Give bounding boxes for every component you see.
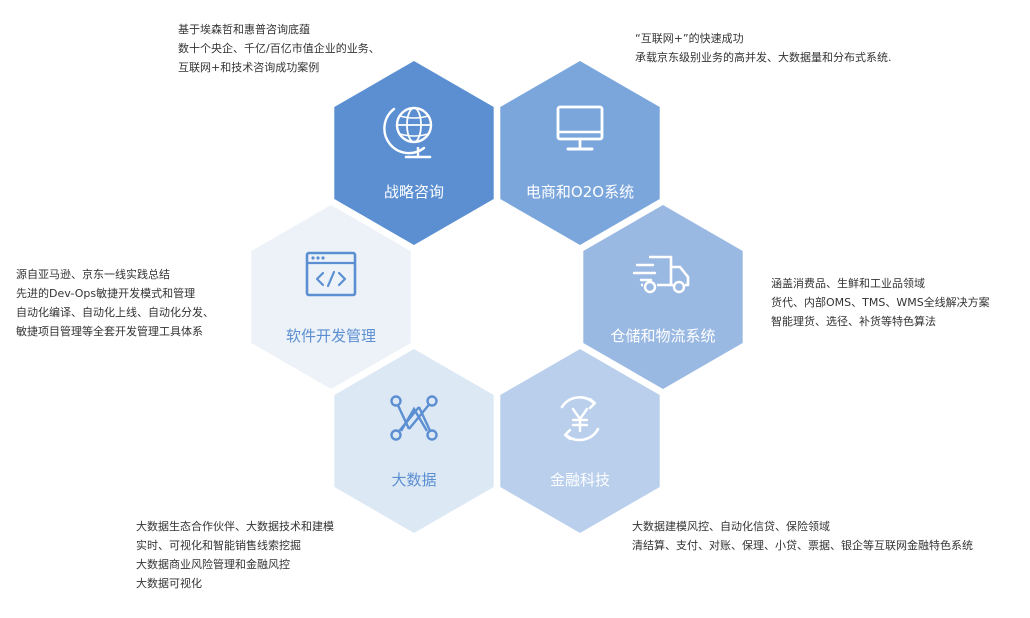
description-line: 自动化编译、自动化上线、自动化分发、 <box>16 306 214 319</box>
description-line: 大数据商业风险管理和金融风控 <box>136 558 290 571</box>
software-description: 源自亚马逊、京东一线实践总结 先进的Dev-Ops敏捷开发模式和管理 自动化编译… <box>16 265 214 341</box>
description-line: 货代、内部OMS、TMS、WMS全线解决方案 <box>771 296 990 309</box>
hexagon-label: 大数据 <box>391 471 436 489</box>
description-line: 源自亚马逊、京东一线实践总结 <box>16 268 170 281</box>
description-line: 先进的Dev-Ops敏捷开发模式和管理 <box>16 287 196 300</box>
monitor-icon <box>556 105 604 151</box>
hexagon-label: 软件开发管理 <box>286 327 376 345</box>
fintech-description: 大数据建模风控、自动化信贷、保险领域 清结算、支付、对账、保理、小贷、票据、银企… <box>632 517 973 555</box>
hexagon-fintech: 金融科技 <box>500 349 660 533</box>
hexagon-software: 软件开发管理 <box>251 205 411 389</box>
description-line: 互联网+和技术咨询成功案例 <box>178 61 320 74</box>
globe-icon <box>383 106 433 159</box>
strategy-description: 基于埃森哲和惠普咨询底蕴 数十个央企、千亿/百亿市值企业的业务、 互联网+和技术… <box>178 20 380 77</box>
description-line: 基于埃森哲和惠普咨询底蕴 <box>178 23 310 36</box>
code-window-icon <box>305 251 357 297</box>
description-line: 敏捷项目管理等全套开发管理工具体系 <box>16 325 203 338</box>
yuan-coin-icon <box>560 396 600 442</box>
hexagon-label: 金融科技 <box>550 471 610 489</box>
hexagon-label: 战略咨询 <box>384 183 444 201</box>
network-nodes-icon <box>390 395 438 441</box>
description-line: 承载京东级别业务的高并发、大数据量和分布式系统. <box>635 51 892 64</box>
description-line: 大数据建模风控、自动化信贷、保险领域 <box>632 520 830 533</box>
description-line: 数十个央企、千亿/百亿市值企业的业务、 <box>178 42 380 55</box>
bigdata-description: 大数据生态合作伙伴、大数据技术和建模 实时、可视化和智能销售线索挖掘 大数据商业… <box>136 517 334 593</box>
description-line: 清结算、支付、对账、保理、小贷、票据、银企等互联网金融特色系统 <box>632 539 973 552</box>
description-line: 大数据生态合作伙伴、大数据技术和建模 <box>136 520 334 533</box>
hexagon-shape <box>334 349 494 533</box>
hexagon-label: 电商和O2O系统 <box>526 183 634 201</box>
hexagon-strategy: 战略咨询 <box>334 61 494 245</box>
hexagon-bigdata: 大数据 <box>334 349 494 533</box>
description-line: 涵盖消费品、生鲜和工业品领域 <box>771 277 925 290</box>
hexagon-logistics: 仓储和物流系统 <box>583 205 743 389</box>
hexagon-shape <box>251 205 411 389</box>
ecommerce-description: “互联网+”的快速成功 承载京东级别业务的高并发、大数据量和分布式系统. <box>635 29 892 67</box>
description-line: 智能理货、选径、补货等特色算法 <box>771 315 936 328</box>
description-line: 大数据可视化 <box>136 577 202 590</box>
description-line: 实时、可视化和智能销售线索挖掘 <box>136 539 301 552</box>
truck-icon <box>632 255 690 294</box>
hexagon-ecommerce: 电商和O2O系统 <box>500 61 660 245</box>
logistics-description: 涵盖消费品、生鲜和工业品领域 货代、内部OMS、TMS、WMS全线解决方案 智能… <box>771 274 990 331</box>
description-line: “互联网+”的快速成功 <box>635 32 744 45</box>
hexagon-label: 仓储和物流系统 <box>610 327 715 345</box>
hexagon-shape <box>500 61 660 245</box>
hexagon-shape <box>583 205 743 389</box>
